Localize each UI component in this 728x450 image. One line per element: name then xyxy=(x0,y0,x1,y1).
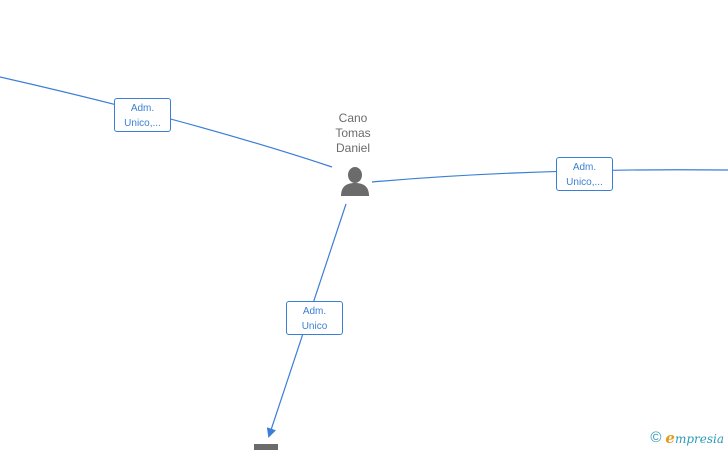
edge-label-right-line-2: Unico,... xyxy=(566,177,603,188)
person-name-label[interactable]: Cano Tomas Daniel xyxy=(318,111,388,156)
person-name-line-3: Daniel xyxy=(335,141,371,155)
building-icon[interactable] xyxy=(254,444,278,450)
edge-label-left[interactable]: Adm. Unico,... xyxy=(114,98,171,132)
edge-label-down-line-1: Adm. xyxy=(302,306,327,317)
edge-label-down[interactable]: Adm. Unico xyxy=(286,301,343,335)
person-name-line-2: Tomas xyxy=(335,126,371,140)
brand-logo-initial: e xyxy=(665,428,675,447)
edge-line-right[interactable] xyxy=(371,169,728,183)
edge-label-right-line-1: Adm. xyxy=(572,162,597,173)
edge-label-right[interactable]: Adm. Unico,... xyxy=(556,157,613,191)
brand-logo: empresia xyxy=(665,430,724,447)
brand-logo-rest: mpresia xyxy=(674,431,724,446)
person-icon[interactable] xyxy=(339,166,371,196)
copyright-icon: © xyxy=(650,429,662,446)
person-name-line-1: Cano xyxy=(338,111,368,125)
edge-line-left[interactable] xyxy=(0,76,333,168)
edge-label-left-line-1: Adm. xyxy=(130,103,155,114)
edge-label-left-line-2: Unico,... xyxy=(124,118,161,129)
edge-label-down-line-2: Unico xyxy=(301,321,328,332)
empresia-watermark: © empresia xyxy=(650,430,724,446)
